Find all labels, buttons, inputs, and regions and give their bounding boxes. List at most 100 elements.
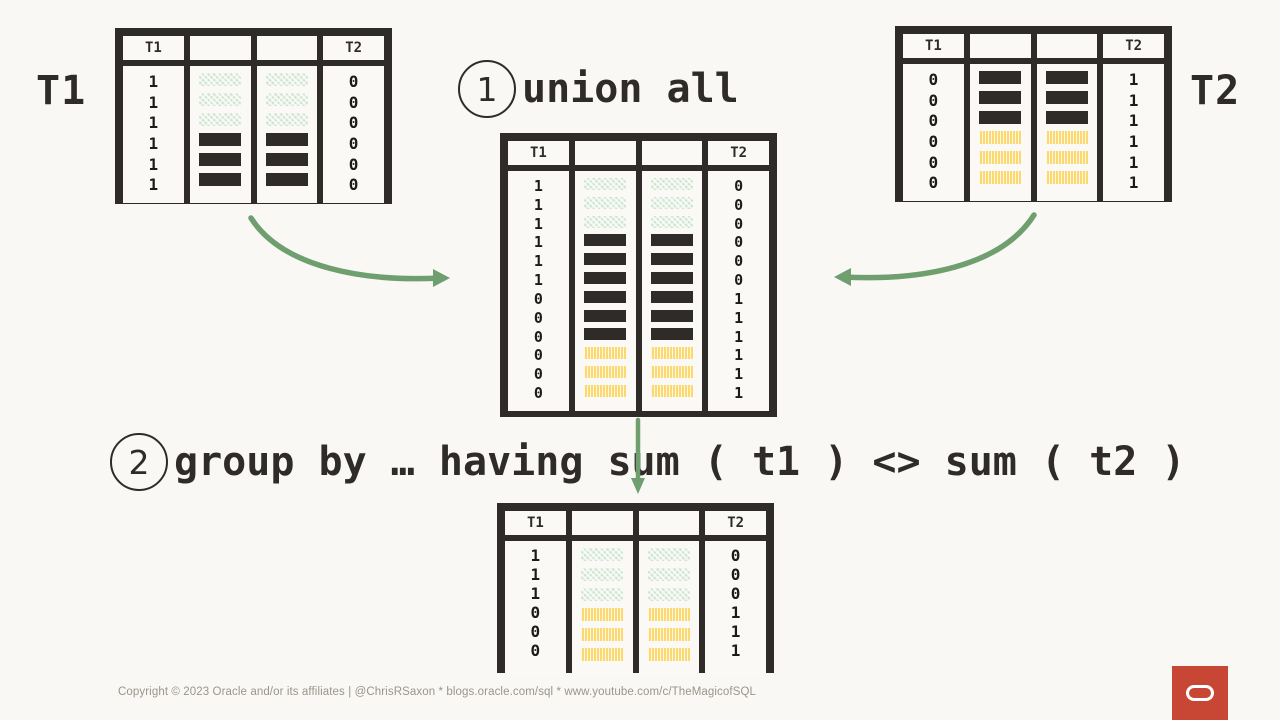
cell-value: 1 (530, 564, 541, 584)
cell-value: 0 (348, 113, 359, 133)
bar-green (265, 113, 308, 126)
cell-value: 0 (348, 72, 359, 91)
bar-dark (265, 153, 308, 166)
bar-yellow (650, 384, 693, 397)
bar-dark (650, 290, 693, 303)
column-bars-a (574, 171, 636, 411)
cell-value: 1 (533, 271, 543, 290)
bar-yellow (581, 648, 624, 661)
arrow-t2-to-union (834, 212, 1037, 286)
step-1-number: 1 (458, 60, 516, 118)
cell-value: 1 (734, 346, 744, 365)
bar-dark (584, 309, 627, 322)
bar-dark (199, 133, 242, 146)
bar-green (581, 568, 624, 581)
cell-value: 0 (533, 289, 543, 308)
cell-value: 0 (928, 90, 939, 110)
bar-green (581, 548, 624, 561)
cell-value: 1 (1128, 90, 1139, 110)
bar-dark (1045, 91, 1088, 104)
bar-dark (1045, 111, 1088, 124)
column-bars-b (641, 171, 703, 411)
bar-green (647, 568, 690, 581)
cell-value: 1 (1128, 173, 1139, 193)
arrow-union-to-result (631, 417, 645, 494)
bar-yellow (584, 347, 627, 360)
bar-yellow (979, 151, 1022, 164)
column-header-t1: T1 (505, 511, 566, 535)
bar-yellow (647, 608, 690, 621)
cell-value: 0 (734, 233, 744, 252)
cell-value: 1 (730, 602, 741, 622)
cell-value: 0 (734, 177, 744, 195)
column-header-t1: T1 (508, 141, 569, 165)
column-bars-a (189, 66, 251, 203)
cell-value: 1 (533, 177, 543, 195)
cell-value: 0 (928, 111, 939, 131)
bar-green (199, 73, 242, 86)
column-header-blank (571, 511, 633, 535)
bar-yellow (584, 384, 627, 397)
bar-yellow (979, 171, 1022, 184)
step-1-caption: 1 union all (458, 60, 739, 118)
cell-value: 0 (348, 154, 359, 174)
cell-value: 1 (533, 252, 543, 271)
bar-green (647, 588, 690, 601)
cell-value: 1 (734, 365, 744, 384)
bar-green (265, 73, 308, 86)
bar-yellow (979, 131, 1022, 144)
cell-value: 1 (533, 233, 543, 252)
cell-value: 0 (348, 133, 359, 153)
bar-green (650, 178, 693, 190)
cell-value: 0 (734, 271, 744, 290)
cell-value: 1 (1128, 131, 1139, 151)
column-bars-a (969, 64, 1031, 201)
bar-yellow (1045, 151, 1088, 164)
cell-value: 1 (533, 214, 543, 233)
bar-yellow (584, 365, 627, 378)
bar-dark (650, 253, 693, 266)
cell-value: 0 (530, 621, 541, 641)
footer-copyright: Copyright © 2023 Oracle and/or its affil… (118, 686, 757, 698)
bar-dark (584, 271, 627, 284)
bar-green (581, 588, 624, 601)
bar-yellow (581, 628, 624, 641)
cell-value: 0 (928, 173, 939, 193)
source-label-t1: T1 (36, 68, 87, 114)
cell-value: 1 (1128, 70, 1139, 89)
source-label-t2: T2 (1190, 68, 1241, 114)
cell-value: 1 (1128, 152, 1139, 172)
bar-yellow (1045, 171, 1088, 184)
bar-dark (650, 234, 693, 247)
cell-value: 0 (533, 346, 543, 365)
cell-value: 1 (533, 195, 543, 214)
bar-green (584, 196, 627, 209)
column-header-blank (638, 511, 700, 535)
bar-dark (650, 309, 693, 322)
cell-value: 0 (533, 308, 543, 327)
column-header-blank (189, 36, 251, 60)
cell-value: 1 (730, 640, 741, 660)
cell-value: 1 (148, 175, 159, 195)
cell-value: 1 (148, 113, 159, 133)
column-header-blank (256, 36, 318, 60)
bar-dark (584, 328, 627, 341)
bar-green (647, 548, 690, 561)
bar-dark (265, 173, 308, 186)
bar-green (265, 93, 308, 106)
cell-value: 0 (730, 546, 741, 565)
column-bars-b (256, 66, 318, 203)
